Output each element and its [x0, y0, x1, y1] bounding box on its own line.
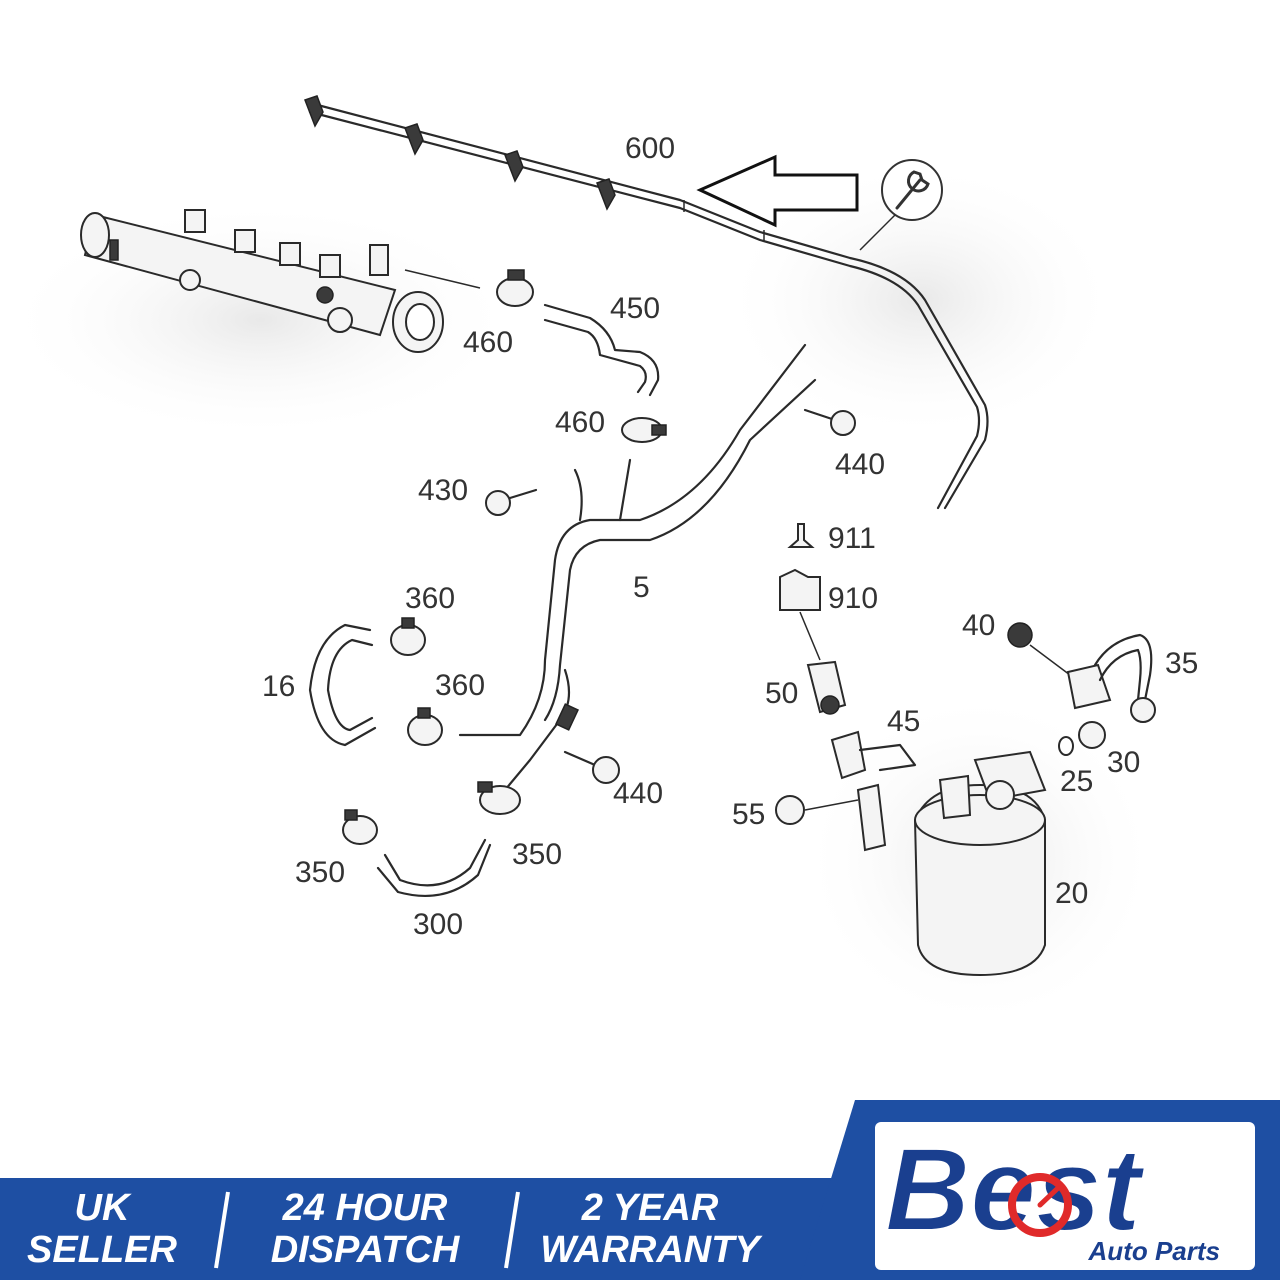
- label-25: 25: [1060, 765, 1093, 798]
- speedometer-icon: [1008, 1173, 1072, 1237]
- banner-item-2-year-warranty: 2 YEAR WARRANTY: [540, 1187, 763, 1271]
- label-40: 40: [962, 609, 995, 642]
- fitting-30: [1078, 721, 1106, 749]
- leak-off-line-600: [304, 95, 989, 510]
- warranty-line2: WARRANTY: [540, 1229, 763, 1271]
- fitting-45: [830, 730, 917, 852]
- warranty-line1: 2 YEAR: [581, 1187, 719, 1229]
- cap-55: [775, 795, 859, 825]
- hose-clamp-350-a: [477, 781, 521, 815]
- label-35: 35: [1165, 647, 1198, 680]
- label-350-b: 350: [295, 856, 345, 889]
- sensor-40: [1007, 622, 1071, 676]
- bolt-440-a: [803, 408, 856, 436]
- label-440-b: 440: [613, 777, 663, 810]
- banner-divider: [504, 1191, 520, 1269]
- pointer-arrow: [696, 154, 859, 228]
- connector-910: [779, 568, 821, 661]
- connector-911: [787, 523, 815, 548]
- part-labels: 600 450 460 460 440 430 911 910 5 360 16…: [262, 132, 1198, 941]
- hose-clamp-460-a: [496, 269, 534, 307]
- label-5: 5: [633, 571, 650, 604]
- label-911: 911: [828, 522, 876, 555]
- wrench-icon: [859, 159, 943, 251]
- label-460-b: 460: [555, 406, 605, 439]
- sensor-50: [806, 660, 847, 715]
- brand-sub-text: Auto Parts: [1088, 1236, 1220, 1266]
- fuel-filter-20: [913, 750, 1047, 977]
- label-460-a: 460: [463, 326, 513, 359]
- promo-banner: UK SELLER 24 HOUR DISPATCH 2 YEAR WARRAN…: [0, 1100, 1280, 1280]
- label-450: 450: [610, 292, 660, 325]
- banner-divider: [214, 1191, 230, 1269]
- hose-clamp-360-b: [407, 707, 443, 746]
- label-360-b: 360: [435, 669, 485, 702]
- label-910: 910: [828, 582, 878, 615]
- label-45: 45: [887, 705, 920, 738]
- uk-seller-line2: SELLER: [27, 1229, 177, 1271]
- dispatch-line1: 24 HOUR: [282, 1187, 448, 1229]
- fuel-lines-5: [458, 343, 817, 792]
- fuel-rail: [80, 209, 481, 353]
- seal-ring-25: [1058, 736, 1074, 756]
- label-30: 30: [1107, 746, 1140, 779]
- bolt-440-b: [563, 750, 620, 784]
- hose-clamp-360-a: [390, 617, 426, 656]
- brand-logo: Best Auto Parts: [875, 1122, 1255, 1270]
- dispatch-line2: DISPATCH: [271, 1229, 461, 1271]
- hose-300: [376, 838, 492, 898]
- label-360-a: 360: [405, 582, 455, 615]
- hose-clamp-460-b: [621, 417, 667, 443]
- uk-seller-line1: UK: [75, 1187, 132, 1229]
- label-300: 300: [413, 908, 463, 941]
- banner-item-uk-seller: UK SELLER: [27, 1187, 177, 1271]
- hose-450: [543, 303, 660, 397]
- banner-item-24-hour-dispatch: 24 HOUR DISPATCH: [271, 1187, 461, 1271]
- bolt-430: [485, 488, 538, 516]
- label-20: 20: [1055, 877, 1088, 910]
- label-50: 50: [765, 677, 798, 710]
- label-600: 600: [625, 132, 675, 165]
- label-440-a: 440: [835, 448, 885, 481]
- hose-16: [308, 623, 377, 747]
- hose-clamp-350-b: [342, 809, 378, 845]
- hose-35: [1066, 633, 1156, 723]
- label-55: 55: [732, 798, 765, 831]
- label-16: 16: [262, 670, 295, 703]
- label-350-a: 350: [512, 838, 562, 871]
- label-430: 430: [418, 474, 468, 507]
